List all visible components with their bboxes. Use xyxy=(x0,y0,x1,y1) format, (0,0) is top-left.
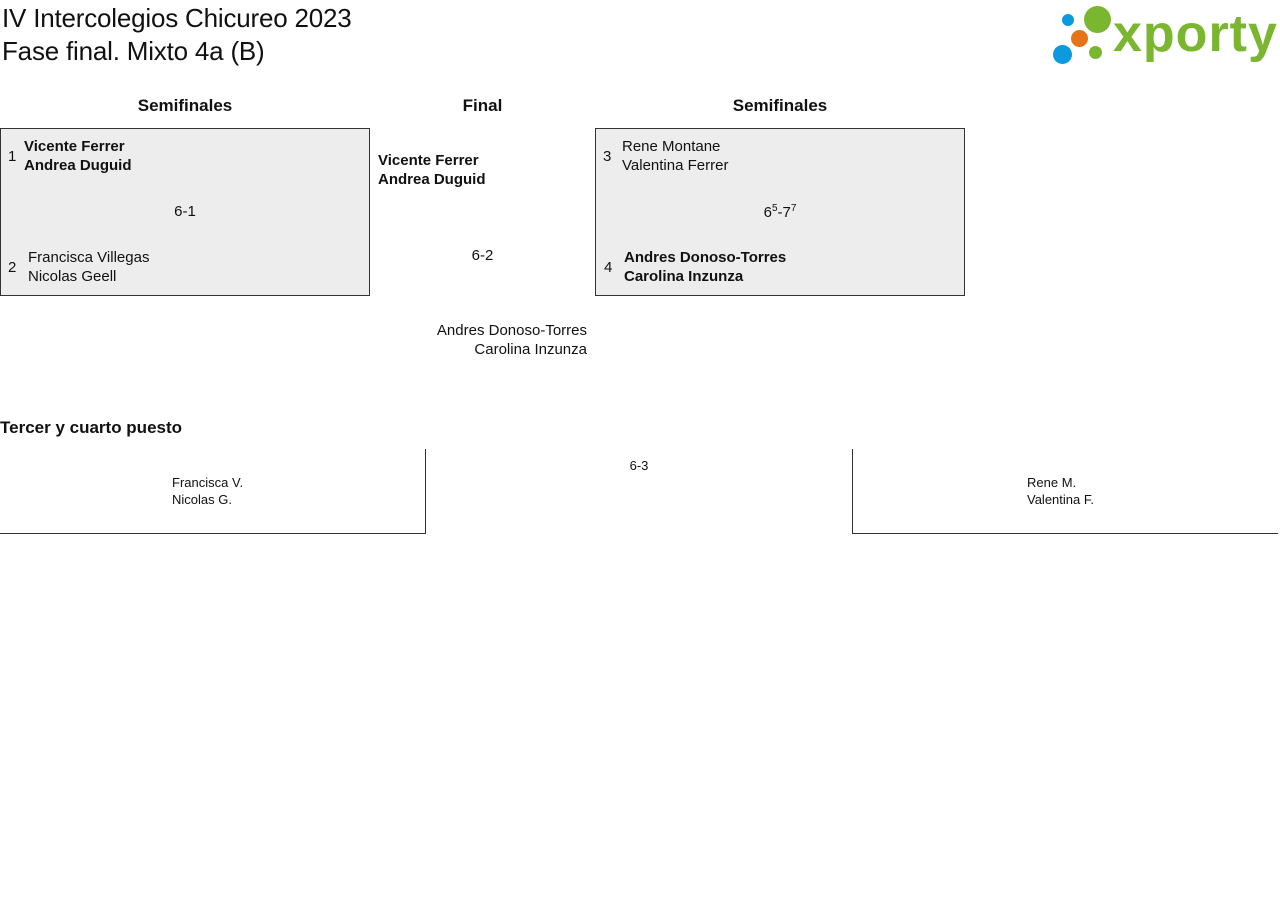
set2-score: 7 xyxy=(782,204,791,221)
player-name: Vicente Ferrer xyxy=(378,152,479,169)
semifinal-left-box xyxy=(0,128,370,296)
logo-dot-green-large xyxy=(1084,6,1111,33)
player-name: Andrea Duguid xyxy=(378,171,486,188)
page-title: IV Intercolegios Chicureo 2023 Fase fina… xyxy=(2,2,352,68)
player-name: Vicente Ferrer xyxy=(24,138,125,155)
team-entry-winner[interactable]: Andres Donoso-Torres Carolina Inzunza xyxy=(624,248,786,286)
column-heading-right-semis: Semifinales xyxy=(732,96,828,115)
final-team-top[interactable]: Vicente Ferrer Andrea Duguid xyxy=(378,151,486,189)
match-score: 6-1 xyxy=(174,203,196,220)
semifinal-right-box xyxy=(595,128,965,296)
logo-dot-blue-large xyxy=(1053,45,1072,64)
player-name: Rene Montane xyxy=(622,138,721,155)
seed-number: 2 xyxy=(8,259,17,276)
column-heading-left-semis: Semifinales xyxy=(137,96,233,115)
final-score: 6-2 xyxy=(471,247,494,264)
third-place-heading: Tercer y cuarto puesto xyxy=(0,418,183,437)
tournament-name: IV Intercolegios Chicureo 2023 xyxy=(2,3,352,33)
seed-number: 3 xyxy=(603,148,612,165)
seed-number: 1 xyxy=(8,148,17,165)
set1-tiebreak: 5 xyxy=(771,203,778,214)
seed-number: 4 xyxy=(604,259,613,276)
team-entry[interactable]: Rene Montane Valentina Ferrer xyxy=(622,137,728,175)
divider xyxy=(852,449,853,534)
divider xyxy=(425,449,426,534)
divider xyxy=(852,533,1278,534)
player-name: Carolina Inzunza xyxy=(624,268,744,285)
column-heading-final: Final xyxy=(462,96,503,115)
match-score: 65-77 xyxy=(595,203,965,221)
player-name: Valentina F. xyxy=(1027,492,1094,507)
set2-tiebreak: 7 xyxy=(790,203,797,214)
xporty-logo[interactable] xyxy=(1050,4,1276,68)
score-separator: - xyxy=(777,204,783,221)
player-name: Rene M. xyxy=(1027,475,1077,490)
player-name: Nicolas G. xyxy=(172,492,232,507)
third-place-team-left[interactable]: Francisca V. Nicolas G. xyxy=(172,474,243,508)
team-entry-winner[interactable]: Vicente Ferrer Andrea Duguid xyxy=(24,137,132,175)
third-place-team-right[interactable]: Rene M. Valentina F. xyxy=(1027,474,1094,508)
final-team-bottom[interactable]: Andres Donoso-Torres Carolina Inzunza xyxy=(400,321,587,359)
team-entry[interactable]: Francisca Villegas Nicolas Geell xyxy=(28,248,149,286)
player-name: Francisca Villegas xyxy=(28,249,150,266)
draw-name: Fase final. Mixto 4a (B) xyxy=(2,36,265,66)
player-name: Andres Donoso-Torres xyxy=(436,322,587,339)
divider xyxy=(0,533,426,534)
third-place-score: 6-3 xyxy=(629,458,649,473)
logo-dot-green-small xyxy=(1089,46,1102,59)
player-name: Valentina Ferrer xyxy=(622,157,729,174)
set1-score: 6 xyxy=(763,204,772,221)
player-name: Andrea Duguid xyxy=(24,157,132,174)
player-name: Carolina Inzunza xyxy=(474,341,587,358)
logo-dot-blue-small xyxy=(1062,14,1074,26)
player-name: Nicolas Geell xyxy=(28,268,117,285)
logo-dot-orange xyxy=(1071,30,1088,47)
player-name: Andres Donoso-Torres xyxy=(624,249,787,266)
logo-wordmark: xporty xyxy=(1113,5,1278,63)
player-name: Francisca V. xyxy=(172,475,244,490)
